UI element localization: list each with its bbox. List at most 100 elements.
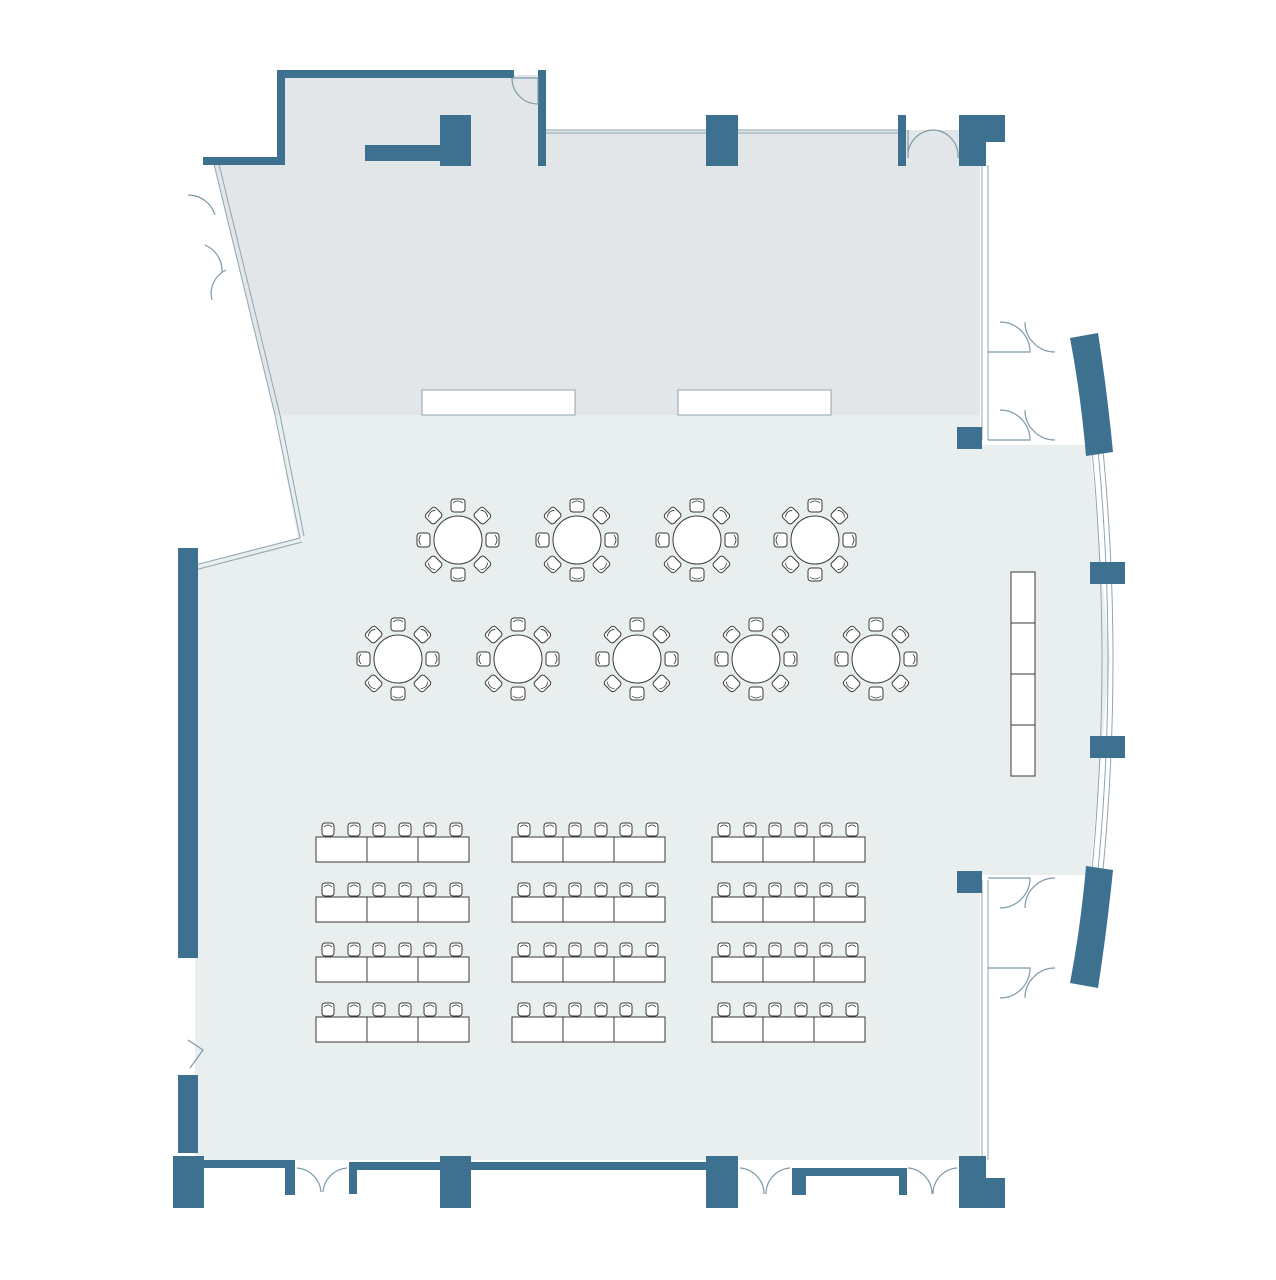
round-table xyxy=(535,498,619,582)
chair xyxy=(347,882,361,897)
chair xyxy=(321,822,335,837)
chair xyxy=(842,674,861,693)
classroom-bank xyxy=(511,942,666,983)
chair xyxy=(629,617,645,632)
chair xyxy=(781,506,800,525)
classroom-table xyxy=(711,1016,764,1043)
chair xyxy=(717,942,731,957)
classroom-bank xyxy=(711,942,866,983)
classroom-table xyxy=(711,836,764,863)
chair xyxy=(398,822,412,837)
classroom-table xyxy=(511,956,564,983)
round-table xyxy=(655,498,739,582)
chair xyxy=(423,822,437,837)
classroom-table xyxy=(562,896,615,923)
chair xyxy=(794,1002,808,1017)
chair xyxy=(714,651,729,667)
round-table xyxy=(595,617,679,701)
chair xyxy=(372,942,386,957)
chair xyxy=(372,882,386,897)
chair xyxy=(743,882,757,897)
chair xyxy=(398,882,412,897)
chair xyxy=(743,1002,757,1017)
classroom-table xyxy=(813,896,866,923)
chair xyxy=(830,555,849,574)
classroom-table xyxy=(613,956,666,983)
chair xyxy=(748,617,764,632)
chair xyxy=(424,506,443,525)
chair xyxy=(533,674,552,693)
chair xyxy=(449,822,463,837)
chair xyxy=(717,1002,731,1017)
chair xyxy=(398,942,412,957)
chair xyxy=(845,822,859,837)
chair xyxy=(842,532,857,548)
chair xyxy=(535,532,550,548)
classroom-table xyxy=(813,956,866,983)
chair xyxy=(645,882,659,897)
chair xyxy=(768,1002,782,1017)
classroom-table xyxy=(366,956,419,983)
chair xyxy=(592,506,611,525)
classroom-table xyxy=(711,956,764,983)
chair xyxy=(569,498,585,513)
classroom-bank xyxy=(315,1002,470,1043)
chair xyxy=(652,674,671,693)
chair xyxy=(629,686,645,701)
chair xyxy=(652,625,671,644)
chair xyxy=(517,882,531,897)
classroom-table xyxy=(562,1016,615,1043)
chair xyxy=(449,882,463,897)
chair xyxy=(794,882,808,897)
chair xyxy=(592,555,611,574)
chair xyxy=(771,625,790,644)
classroom-bank xyxy=(711,822,866,863)
chair xyxy=(390,617,406,632)
chair xyxy=(842,625,861,644)
chair xyxy=(603,625,622,644)
chair xyxy=(819,822,833,837)
chair xyxy=(476,651,491,667)
classroom-bank xyxy=(511,822,666,863)
chair xyxy=(347,822,361,837)
classroom-table xyxy=(813,1016,866,1043)
classroom-bank xyxy=(315,882,470,923)
classroom-bank xyxy=(511,1002,666,1043)
chair xyxy=(510,686,526,701)
upper-room-floor xyxy=(213,75,980,415)
chair xyxy=(594,882,608,897)
chair xyxy=(891,625,910,644)
round-table xyxy=(476,617,560,701)
chair xyxy=(645,942,659,957)
chair xyxy=(604,532,619,548)
chair xyxy=(594,1002,608,1017)
chair xyxy=(712,555,731,574)
chair xyxy=(510,617,526,632)
classroom-table xyxy=(762,956,815,983)
classroom-bank xyxy=(315,942,470,983)
chair xyxy=(485,532,500,548)
chair xyxy=(794,822,808,837)
chair xyxy=(568,942,582,957)
chair xyxy=(517,942,531,957)
chair xyxy=(423,1002,437,1017)
classroom-table xyxy=(417,1016,470,1043)
chair xyxy=(794,942,808,957)
classroom-table-group xyxy=(315,822,866,1043)
chair xyxy=(712,506,731,525)
chair xyxy=(773,532,788,548)
chair xyxy=(819,1002,833,1017)
chair xyxy=(473,506,492,525)
chair xyxy=(768,822,782,837)
classroom-table xyxy=(511,836,564,863)
round-table xyxy=(773,498,857,582)
chair xyxy=(543,942,557,957)
chair xyxy=(594,942,608,957)
classroom-table xyxy=(315,896,368,923)
classroom-table xyxy=(315,956,368,983)
chair xyxy=(356,651,371,667)
chair xyxy=(533,625,552,644)
chair xyxy=(830,506,849,525)
chair xyxy=(424,555,443,574)
chair xyxy=(425,651,440,667)
